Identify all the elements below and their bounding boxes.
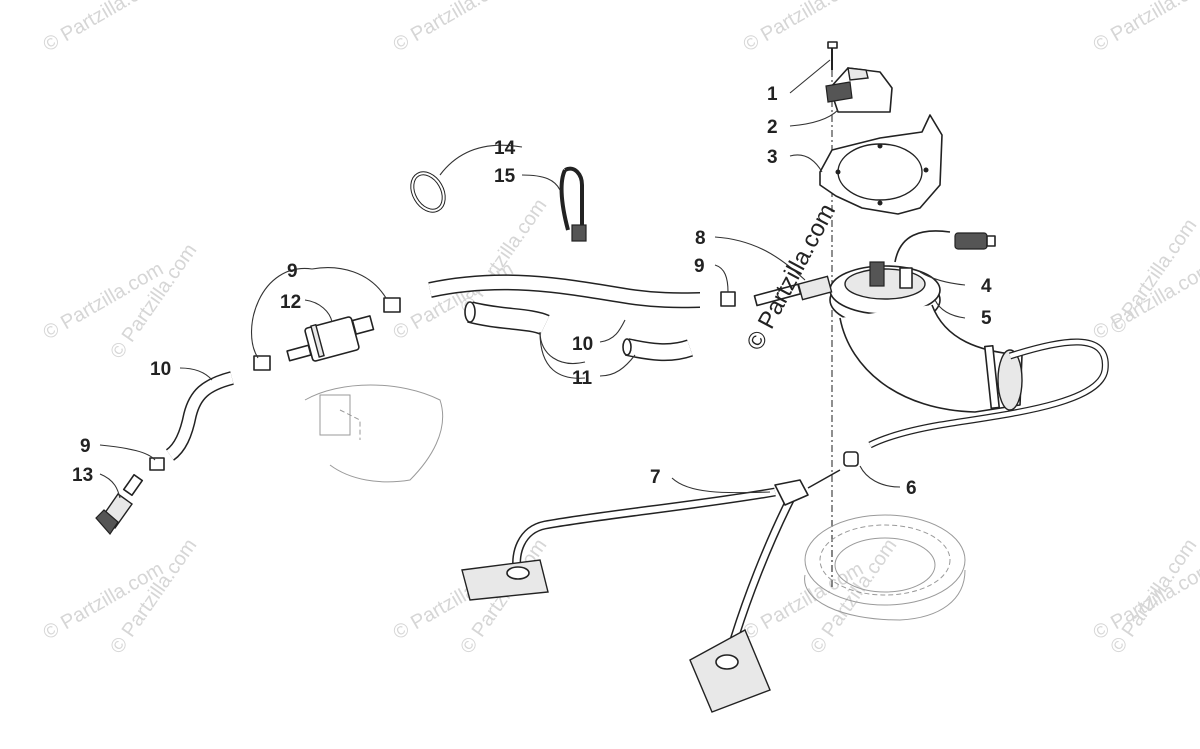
watermark: © Partzilla.com xyxy=(390,0,518,56)
filter-mount-ghost xyxy=(304,384,444,483)
callout-9: 9 xyxy=(287,261,298,282)
part-10-hose-segment xyxy=(464,301,550,336)
callout-1: 1 xyxy=(767,84,778,105)
callout-10: 10 xyxy=(572,334,593,355)
callout-14: 14 xyxy=(494,138,516,159)
callout-4: 4 xyxy=(981,276,992,297)
part-9-clamp xyxy=(383,297,401,313)
part-7-vent-hose xyxy=(461,469,841,713)
part-3-gasket-plate xyxy=(819,114,943,215)
part-8-fitting xyxy=(753,275,833,307)
callout-15: 15 xyxy=(494,166,516,187)
watermark: © Partzilla.com xyxy=(1090,0,1200,56)
callout-12: 12 xyxy=(280,292,301,313)
callout-5: 5 xyxy=(981,308,992,329)
watermark: © Partzilla.com xyxy=(1106,535,1200,658)
part-1-screw xyxy=(827,41,838,70)
part-2-bracket xyxy=(825,67,893,113)
part-6-clamp xyxy=(843,451,859,467)
callout-2: 2 xyxy=(767,117,778,138)
callout-3: 3 xyxy=(767,147,778,168)
part-5-elbow-hose xyxy=(839,304,1023,413)
part-11-hose-segment xyxy=(622,338,693,362)
part-13-quick-connector xyxy=(95,473,144,535)
tank-opening-ghost xyxy=(804,514,966,621)
watermark: © Partzilla.com xyxy=(740,0,868,56)
callout-7: 7 xyxy=(650,467,661,488)
watermark: © Partzilla.com xyxy=(456,195,551,318)
part-9-clamp xyxy=(253,355,271,371)
part-14-spring-clamp xyxy=(410,171,446,213)
return-hose xyxy=(868,339,1108,448)
callout-9: 9 xyxy=(80,436,91,457)
part-10-hose-lower xyxy=(166,372,234,460)
part-9-clamp xyxy=(149,457,165,471)
part-9-clamp-upper xyxy=(720,291,736,307)
callout-8: 8 xyxy=(695,228,706,249)
callout-labels: 1 2 3 4 5 6 7 8 9 9 9 10 10 11 12 13 14 … xyxy=(72,84,992,499)
part-12-fuel-filter xyxy=(286,315,375,362)
callout-13: 13 xyxy=(72,465,93,486)
part-15-cable-tie xyxy=(559,166,587,242)
callout-9: 9 xyxy=(694,256,705,277)
callout-11: 11 xyxy=(572,368,593,389)
callout-6: 6 xyxy=(906,478,917,499)
fuel-line xyxy=(428,275,701,307)
watermark: © Partzilla.com xyxy=(40,0,168,56)
leader-lines xyxy=(99,59,966,499)
callout-10: 10 xyxy=(150,359,171,380)
